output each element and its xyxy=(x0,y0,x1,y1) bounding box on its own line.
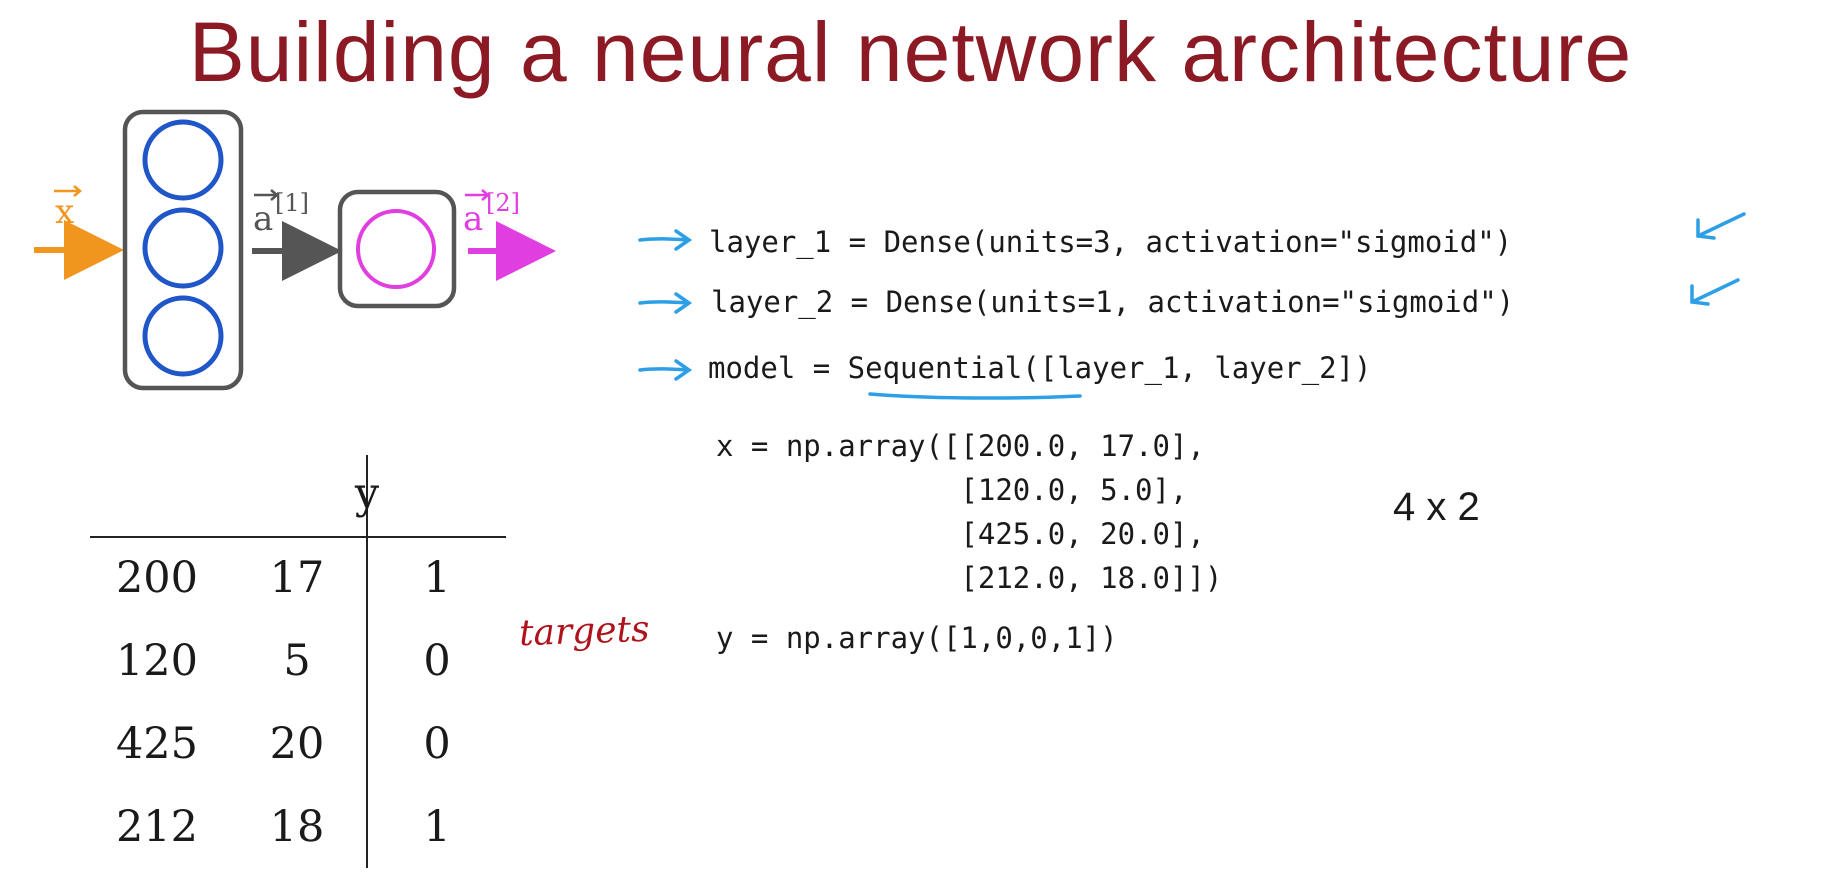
targets-annotation: targets xyxy=(518,608,651,655)
output-layer-box xyxy=(337,189,457,309)
hidden-unit-3 xyxy=(142,295,224,377)
table-cell-y: 0 xyxy=(423,636,451,686)
code-x-line-2: [120.0, 5.0], xyxy=(716,473,1188,507)
pointer-arrow-icon xyxy=(638,359,693,381)
code-y-line: y = np.array([1,0,0,1]) xyxy=(716,621,1118,655)
code-x-line-3: [425.0, 20.0], xyxy=(716,517,1205,551)
pointer-arrow-icon xyxy=(1690,278,1740,306)
svg-text:[1]: [1] xyxy=(275,189,309,217)
svg-text:a: a xyxy=(463,199,483,239)
network-diagram: x a [1] a [2] xyxy=(34,109,556,391)
code-x-line-1: x = np.array([[200.0, 17.0], xyxy=(716,429,1205,463)
table-cell-y: 0 xyxy=(423,719,451,769)
hidden-unit-2 xyxy=(142,207,224,289)
pointer-arrow-icon xyxy=(1696,212,1746,240)
table-header-rule xyxy=(90,536,506,538)
shape-annotation: 4 x 2 xyxy=(1393,485,1480,529)
input-vector-label: x xyxy=(54,185,82,232)
svg-text:a: a xyxy=(253,199,273,239)
svg-text:x: x xyxy=(55,192,74,232)
code-layer-1: layer_1 = Dense(units=3, activation="sig… xyxy=(709,225,1513,259)
svg-text:[2]: [2] xyxy=(486,189,520,217)
pointer-arrow-icon xyxy=(638,292,693,314)
table-cell-x1: 425 xyxy=(115,719,199,769)
sequential-underline xyxy=(868,392,1082,400)
table-cell-x1: 200 xyxy=(115,553,199,603)
hidden-unit-1 xyxy=(142,119,224,201)
code-model: model = Sequential([layer_1, layer_2]) xyxy=(708,351,1372,385)
table-cell-y: 1 xyxy=(423,802,451,852)
code-layer-2: layer_2 = Dense(units=1, activation="sig… xyxy=(711,285,1515,319)
slide-title: Building a neural network architecture xyxy=(188,5,1633,99)
hidden-activation-label: a [1] xyxy=(253,189,309,239)
output-unit xyxy=(356,209,436,289)
output-activation-label: a [2] xyxy=(463,189,520,239)
table-cell-x2: 20 xyxy=(269,719,325,769)
table-cell-x2: 17 xyxy=(269,553,325,603)
table-column-rule xyxy=(366,455,368,868)
code-x-line-4: [212.0, 18.0]]) xyxy=(716,561,1223,595)
table-cell-x2: 5 xyxy=(283,636,311,686)
table-cell-x1: 120 xyxy=(115,636,199,686)
pointer-arrow-icon xyxy=(638,229,693,251)
table-header-y: y xyxy=(354,469,380,519)
table-cell-x2: 18 xyxy=(269,802,325,852)
table-cell-y: 1 xyxy=(423,553,451,603)
table-cell-x1: 212 xyxy=(115,802,199,852)
hidden-layer-box xyxy=(122,109,244,391)
data-table: y 200 17 1 120 5 0 425 20 0 212 18 1 xyxy=(90,455,510,875)
